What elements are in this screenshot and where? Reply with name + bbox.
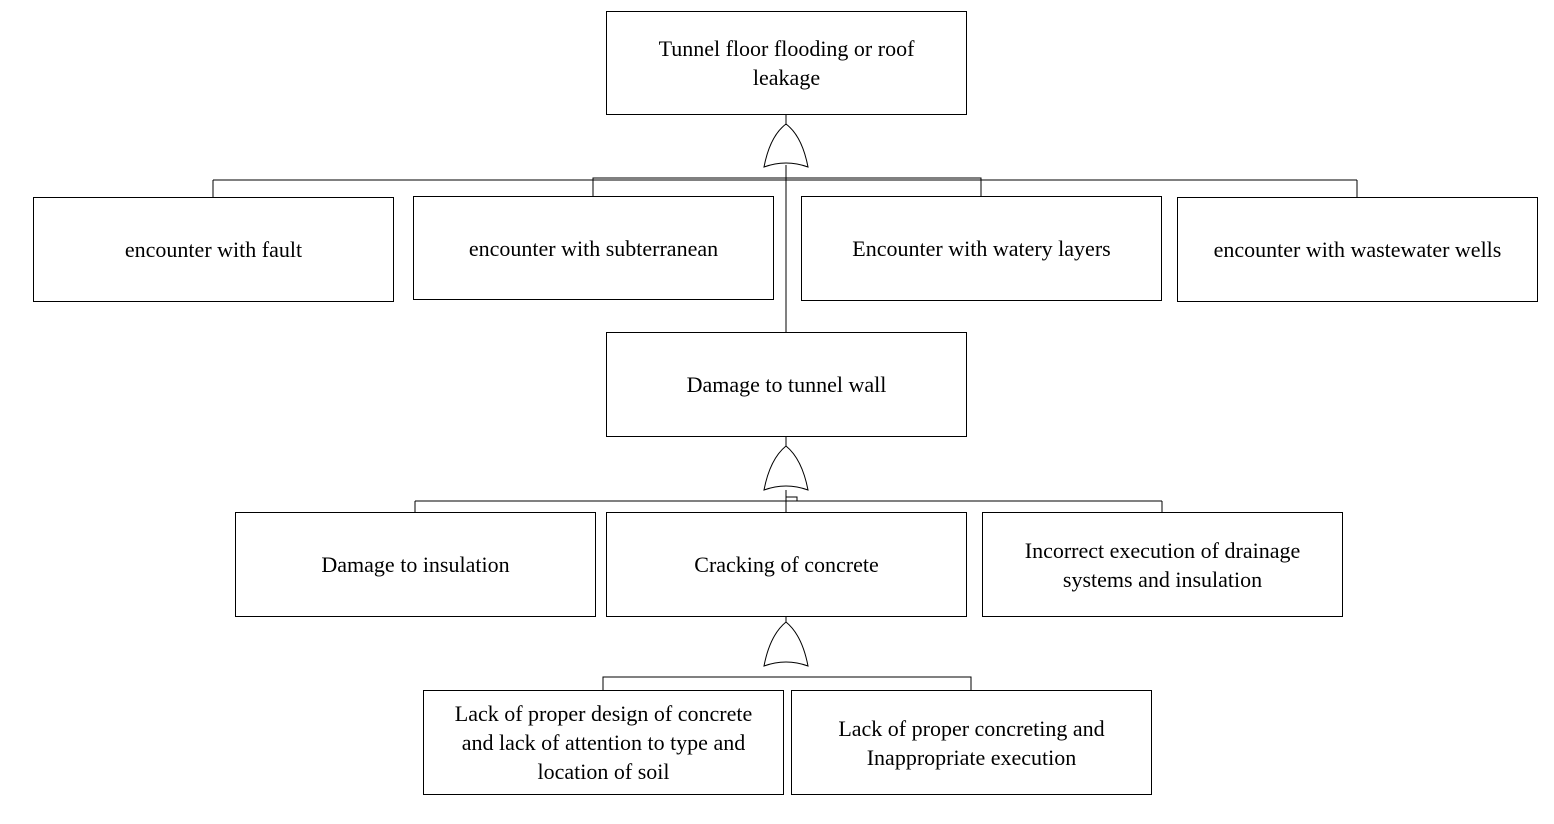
connector-line: [592, 177, 982, 197]
or-gate-icon: [763, 445, 809, 491]
event-box-concreting: Lack of proper concreting and Inappropri…: [791, 690, 1152, 795]
event-label-insulation: Damage to insulation: [321, 552, 510, 577]
event-box-concrete-design: Lack of proper design of concrete and la…: [423, 690, 784, 795]
event-label-subterranean: encounter with subterranean: [468, 235, 719, 261]
event-label-concreting: Lack of proper concreting and Inappropri…: [838, 715, 1105, 770]
event-box-insulation: Damage to insulation: [235, 512, 596, 617]
or-gate-icon: [763, 621, 809, 667]
top-event-label: Tunnel floor flooding or roof leakage: [658, 36, 915, 90]
event-label-fault: encounter with fault: [124, 237, 303, 262]
event-box-tunnel-wall: Damage to tunnel wall: [606, 332, 967, 437]
event-box-drainage: Incorrect execution of drainage systems …: [982, 512, 1343, 617]
or-gate-icon: [763, 123, 809, 168]
event-label-tunnel-wall: Damage to tunnel wall: [686, 372, 887, 397]
event-label-drainage: Incorrect execution of drainage systems …: [1024, 537, 1301, 592]
event-box-fault: encounter with fault: [33, 197, 394, 302]
event-box-wastewater-wells: encounter with wastewater wells: [1177, 197, 1538, 302]
event-label-cracking: Cracking of concrete: [694, 552, 879, 577]
event-box-subterranean: encounter with subterranean: [413, 196, 774, 300]
event-label-concrete-design: Lack of proper design of concrete and la…: [454, 701, 753, 784]
top-event-box: Tunnel floor flooding or roof leakage: [606, 11, 967, 115]
connector-line: [602, 676, 972, 690]
connector-line: [786, 496, 798, 501]
event-box-cracking: Cracking of concrete: [606, 512, 967, 617]
event-label-watery-layers: Encounter with watery layers: [852, 236, 1111, 261]
event-label-wastewater-wells: encounter with wastewater wells: [1213, 237, 1502, 262]
event-box-watery-layers: Encounter with watery layers: [801, 196, 1162, 301]
